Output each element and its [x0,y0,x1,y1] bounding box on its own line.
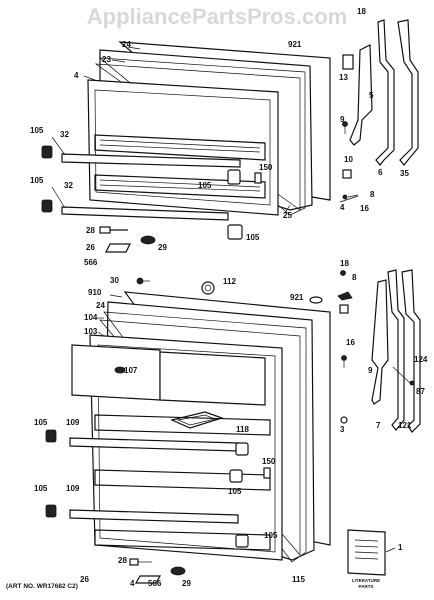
callout-label: 105 [34,484,48,493]
callout-label: 26 [86,243,95,252]
handle-trim-right [397,19,419,166]
shelf-end-cap [41,145,53,159]
callout-label: 566 [148,579,162,588]
art-number: (ART NO. WR17682 C2) [6,583,78,590]
callout-label: 16 [360,204,369,213]
callout-label: 921 [288,40,302,49]
callout-label: 105 [264,531,278,540]
callout-label: 1 [398,543,403,552]
callout-label: 28 [118,556,127,565]
callout-label: 105 [34,418,48,427]
callout-label: 29 [158,243,167,252]
callout-labels: 18 24 921 23 4 13 5 9 6 35 105 32 150 10… [30,7,428,588]
callout-label: 9 [340,115,345,124]
handle-trim-right [401,269,421,433]
callout-label: 35 [400,169,409,178]
callout-label: 112 [223,277,236,286]
callout-label: 30 [110,276,119,285]
dairy-compartment-bin [159,351,266,406]
watermark-text: AppliancePartsPros.com [87,4,347,29]
fresh-food-handle-parts [337,269,421,433]
callout-label: 150 [259,163,273,172]
callout-label: 25 [283,211,292,220]
callout-label: 115 [292,575,305,584]
shelf-end-cap [227,224,243,240]
freezer-handle-parts [342,19,419,200]
callout-label: 4 [130,579,135,588]
callout-label: 6 [378,168,383,177]
callout-label: 13 [339,73,348,82]
callout-label: 23 [102,55,111,64]
freezer-upper-bin [94,134,266,161]
callout-label: 104 [84,313,98,322]
callout-label: 4 [340,203,345,212]
door-stop [254,172,262,184]
literature-label: PARTS [359,584,374,589]
callout-label: 566 [84,258,98,267]
callout-label: 107 [124,366,138,375]
literature-label: LITERATURE [352,578,380,583]
callout-label: 4 [74,71,79,80]
callout-label: 109 [66,484,80,493]
handle-trim-left [375,19,395,166]
callout-label: 124 [414,355,428,364]
callout-label: 32 [64,181,73,190]
callout-label: 150 [262,457,276,466]
callout-label: 18 [340,259,349,268]
callout-label: 105 [198,181,212,190]
callout-label: 26 [80,575,89,584]
callout-label: 7 [376,421,381,430]
fresh-shelf-bar-lower [69,509,239,524]
callout-label: 87 [416,387,425,396]
callout-label: 16 [346,338,355,347]
freezer-lower-bin [94,174,266,199]
fresh-food-door-assembly [45,277,331,584]
callout-label: 3 [340,425,345,434]
callout-label: 10 [344,155,353,164]
callout-label: 105 [228,487,242,496]
callout-label: 105 [30,126,44,135]
door-handle [371,279,389,405]
callout-label: 8 [352,273,357,282]
callout-label: 8 [370,190,375,199]
bottom-hinge-plate [105,243,131,253]
callout-label: 32 [60,130,69,139]
handle-trim-left [387,269,405,431]
hinge-bracket [342,54,354,70]
callout-label: 29 [182,579,191,588]
leader-lines [51,46,411,553]
callout-label: 910 [88,288,102,297]
freezer-shelf-bar-lower [61,206,229,221]
callout-label: 24 [122,40,131,49]
freezer-shelf-bar-upper [61,153,241,168]
freezer-door-assembly [41,41,331,253]
literature-parts: LITERATURE PARTS [347,529,386,589]
door-handle [349,44,373,146]
callout-label: 105 [30,176,44,185]
callout-label: 18 [357,7,366,16]
shelf-end-cap [227,169,241,185]
callout-label: 9 [368,366,373,375]
callout-label: 24 [96,301,105,310]
callout-label: 921 [290,293,304,302]
shelf-end-cap [41,199,53,213]
hinge-cap [140,235,156,245]
callout-label: 28 [86,226,95,235]
callout-label: 109 [66,418,80,427]
callout-label: 105 [246,233,260,242]
callout-label: 5 [369,91,374,100]
callout-label: 103 [84,327,98,336]
callout-label: 121 [398,421,412,430]
callout-label: 118 [236,425,249,434]
egg-tray [170,411,224,429]
